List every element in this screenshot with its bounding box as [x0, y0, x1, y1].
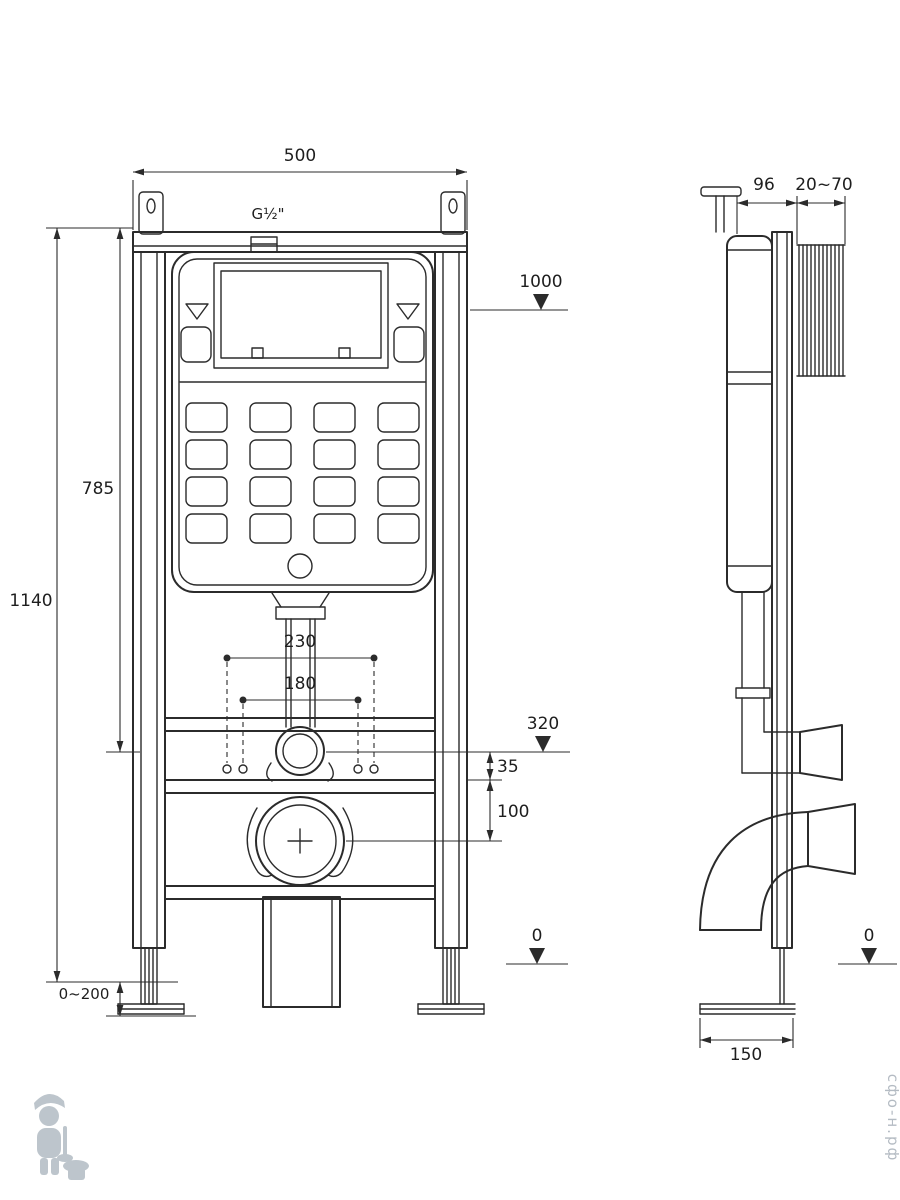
soil-outlet — [246, 796, 354, 886]
level-label-0-front: 0 — [532, 926, 543, 946]
water-level-mark-right — [396, 303, 420, 320]
cistern — [171, 251, 434, 593]
dim-label-35: 35 — [497, 757, 519, 777]
dim-label-500: 500 — [284, 146, 316, 166]
dim-depth-96: 96 20~70 — [736, 175, 853, 244]
level-label-1000: 1000 — [519, 272, 562, 292]
dim-label-20-70: 20~70 — [795, 175, 853, 195]
side-cistern — [726, 235, 773, 593]
side-foot — [699, 947, 796, 1015]
level-mark-0-front: 0 — [506, 926, 568, 965]
flush-pipe — [271, 592, 330, 728]
dim-offset-100: 100 — [346, 780, 529, 842]
dim-height-1140: 1140 — [9, 227, 178, 983]
dim-label-230: 230 — [284, 632, 316, 652]
side-flush-pipe — [735, 591, 843, 781]
actuator-rod — [700, 186, 742, 233]
dim-offset-35: 35 — [467, 752, 519, 781]
frame — [132, 191, 468, 949]
dim-width-500: 500 — [132, 146, 468, 230]
level-mark-1000: 1000 — [470, 272, 568, 311]
dim-height-785: 785 — [82, 228, 140, 753]
wall-anchor-coil — [796, 244, 846, 377]
dim-label-96: 96 — [753, 175, 775, 195]
fixing-bolt-holes — [222, 764, 379, 774]
dim-label-1140: 1140 — [9, 591, 52, 611]
cistern-grid — [185, 402, 420, 544]
outlet-pipe — [262, 896, 341, 1008]
dim-label-0-200: 0~200 — [59, 985, 110, 1003]
level-label-320: 320 — [527, 714, 559, 734]
front-view: 500 G½" — [9, 146, 570, 1017]
water-level-mark-left — [185, 303, 209, 320]
side-view: 96 20~70 — [699, 175, 897, 1065]
dim-label-180: 180 — [284, 674, 316, 694]
dim-label-785: 785 — [82, 479, 114, 499]
level-mark-0-side: 0 — [838, 926, 897, 965]
dim-bolt-span-230: 230 — [223, 632, 378, 763]
dim-foot-range: 0~200 — [59, 982, 196, 1017]
level-mark-320: 320 — [326, 714, 570, 753]
dim-bolt-span-180: 180 — [239, 674, 362, 763]
flush-connector — [266, 726, 334, 782]
flush-horn — [799, 724, 843, 781]
dim-label-100: 100 — [497, 802, 529, 822]
water-inlet-fitting: G½" — [250, 205, 285, 253]
dim-base-150: 150 — [699, 1018, 794, 1065]
cross-rails — [164, 717, 436, 900]
side-frame-rail — [771, 231, 793, 949]
watermark: сфо-н.рф — [34, 1074, 900, 1180]
adjustable-feet — [117, 947, 485, 1015]
level-label-0-side: 0 — [864, 926, 875, 946]
dim-label-150: 150 — [730, 1045, 762, 1065]
soil-horn — [807, 803, 856, 875]
watermark-text: сфо-н.рф — [884, 1074, 900, 1163]
thread-label: G½" — [251, 205, 284, 223]
side-soil-elbow — [699, 803, 856, 931]
watermark-logo — [34, 1093, 89, 1180]
